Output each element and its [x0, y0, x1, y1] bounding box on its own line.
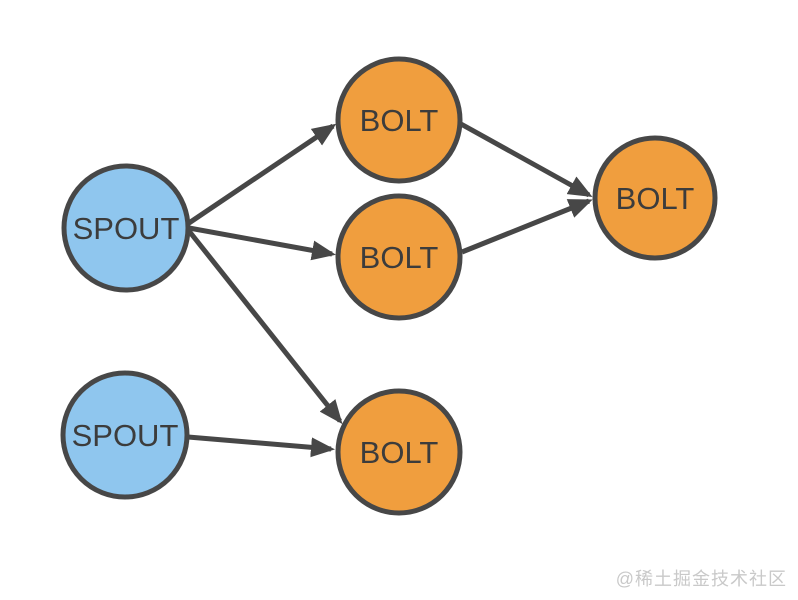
- node-bolt-right: BOLT: [592, 135, 718, 261]
- nodes-layer: SPOUT SPOUT BOLT BOLT BOLT BOLT: [60, 56, 718, 516]
- spout-circle: [60, 370, 190, 500]
- edges-layer: [187, 121, 593, 458]
- edge-spout-1-to-bolt-middle: [188, 225, 336, 261]
- node-bolt-bottom: BOLT: [335, 388, 463, 516]
- node-label: BOLT: [360, 103, 439, 138]
- node-bolt-top: BOLT: [335, 56, 463, 184]
- node-label: SPOUT: [73, 211, 180, 246]
- node-bolt-middle: BOLT: [335, 193, 463, 321]
- edge-bolt-top-to-bolt-right: [459, 121, 593, 198]
- edge-bolt-middle-to-bolt-right: [461, 198, 593, 255]
- node-label: BOLT: [360, 435, 439, 470]
- watermark-text: @稀土掘金技术社区: [615, 569, 787, 589]
- bolt-circle: [335, 56, 463, 184]
- node-spout-2: SPOUT: [60, 370, 190, 500]
- node-label: SPOUT: [72, 418, 179, 453]
- node-label: BOLT: [616, 181, 695, 216]
- spout-circle: [61, 163, 191, 293]
- bolt-circle: [335, 193, 463, 321]
- edge-spout-1-to-bolt-top: [187, 123, 337, 226]
- edge-spout-1-to-bolt-bottom: [187, 229, 343, 425]
- bolt-circle: [335, 388, 463, 516]
- bolt-circle: [592, 135, 718, 261]
- node-label: BOLT: [360, 240, 439, 275]
- edge-spout-2-to-bolt-bottom: [187, 434, 335, 458]
- node-spout-1: SPOUT: [61, 163, 191, 293]
